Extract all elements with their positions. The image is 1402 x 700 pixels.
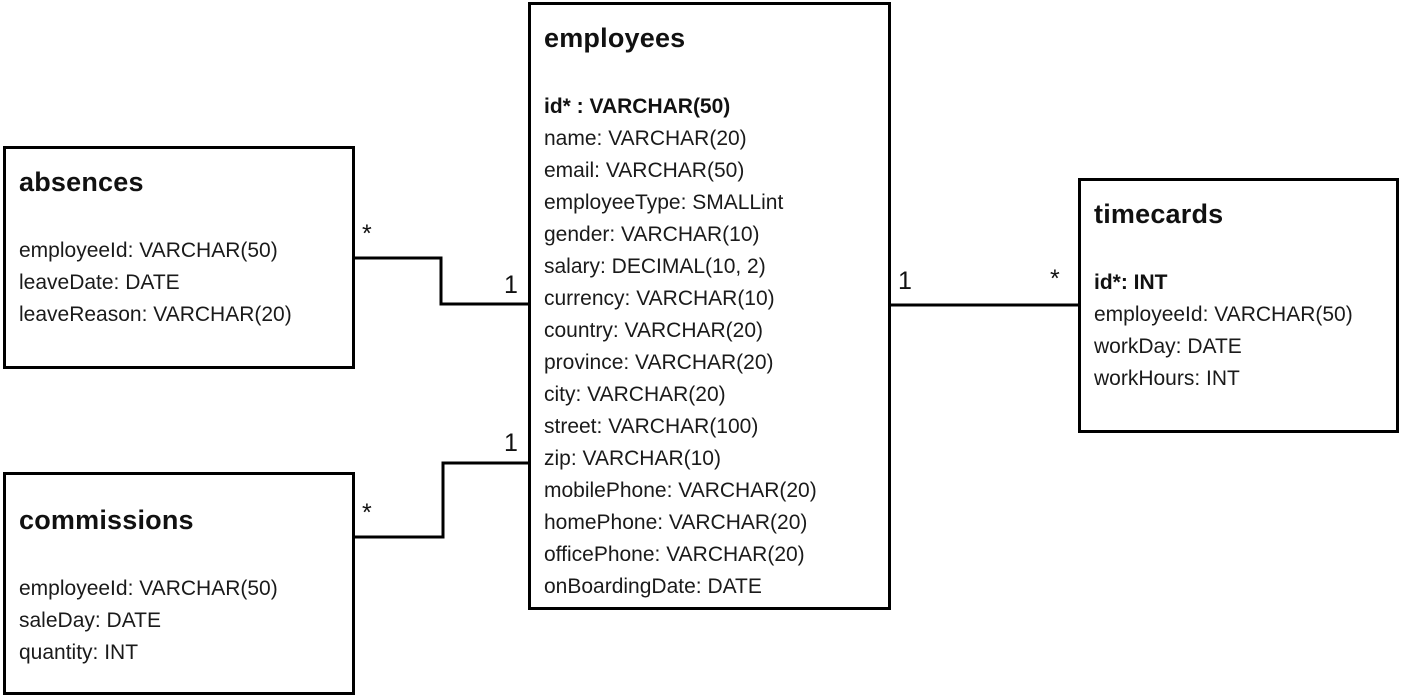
entity-title-timecards: timecards xyxy=(1094,199,1224,229)
entity-field: employeeId: VARCHAR(50) xyxy=(1094,303,1353,326)
entity-absences[interactable]: absences employeeId: VARCHAR(50) leaveDat… xyxy=(3,146,355,369)
entity-field: quantity: INT xyxy=(19,641,139,664)
entity-field: street: VARCHAR(100) xyxy=(544,415,759,438)
entity-field: country: VARCHAR(20) xyxy=(544,319,764,342)
entity-field: employeeType: SMALLint xyxy=(544,191,784,214)
entity-field: salary: DECIMAL(10, 2) xyxy=(544,255,766,278)
entity-field: officePhone: VARCHAR(20) xyxy=(544,543,805,566)
connector-commissions-employees[interactable] xyxy=(355,461,528,539)
entity-fields-commissions: employeeId: VARCHAR(50) saleDay: DATE quan… xyxy=(19,573,339,669)
cardinality-employees-one-timecards: 1 xyxy=(898,267,912,295)
entity-timecards[interactable]: timecards id*: INT employeeId: VARCHAR(50… xyxy=(1078,178,1399,433)
entity-field: zip: VARCHAR(10) xyxy=(544,447,721,470)
entity-field: workHours: INT xyxy=(1094,367,1240,390)
entity-fields-absences: employeeId: VARCHAR(50) leaveDate: DATE le… xyxy=(19,235,339,331)
cardinality-employees-one-commissions: 1 xyxy=(504,429,518,457)
cardinality-commissions-many: * xyxy=(362,499,372,527)
entity-commissions[interactable]: commissions employeeId: VARCHAR(50) saleD… xyxy=(3,472,355,695)
entity-field: id* : VARCHAR(50) xyxy=(544,95,731,118)
entity-field: leaveDate: DATE xyxy=(19,271,180,294)
entity-field: province: VARCHAR(20) xyxy=(544,351,774,374)
entity-field: city: VARCHAR(20) xyxy=(544,383,726,406)
entity-field: id*: INT xyxy=(1094,271,1168,294)
entity-field: homePhone: VARCHAR(20) xyxy=(544,511,808,534)
connector-absences-employees[interactable] xyxy=(355,256,528,306)
cardinality-absences-many: * xyxy=(362,220,372,248)
entity-field: saleDay: DATE xyxy=(19,609,161,632)
entity-field: mobilePhone: VARCHAR(20) xyxy=(544,479,817,502)
entity-field: currency: VARCHAR(10) xyxy=(544,287,775,310)
entity-field: workDay: DATE xyxy=(1094,335,1242,358)
cardinality-employees-one-absences: 1 xyxy=(504,271,518,299)
entity-field: email: VARCHAR(50) xyxy=(544,159,745,182)
entity-field: gender: VARCHAR(10) xyxy=(544,223,760,246)
entity-title-absences: absences xyxy=(19,167,144,197)
entity-field: leaveReason: VARCHAR(20) xyxy=(19,303,292,326)
entity-field: employeeId: VARCHAR(50) xyxy=(19,577,278,600)
entity-employees[interactable]: employees id* : VARCHAR(50) name: VARCHAR… xyxy=(528,2,891,610)
entity-fields-employees: id* : VARCHAR(50) name: VARCHAR(20) email:… xyxy=(544,91,875,603)
entity-field: name: VARCHAR(20) xyxy=(544,127,747,150)
entity-fields-timecards: id*: INT employeeId: VARCHAR(50) workDay: … xyxy=(1094,267,1383,395)
entity-field: employeeId: VARCHAR(50) xyxy=(19,239,278,262)
cardinality-timecards-many: * xyxy=(1050,265,1060,293)
entity-field: onBoardingDate: DATE xyxy=(544,575,762,598)
entity-title-employees: employees xyxy=(544,23,686,53)
entity-title-commissions: commissions xyxy=(19,505,194,535)
